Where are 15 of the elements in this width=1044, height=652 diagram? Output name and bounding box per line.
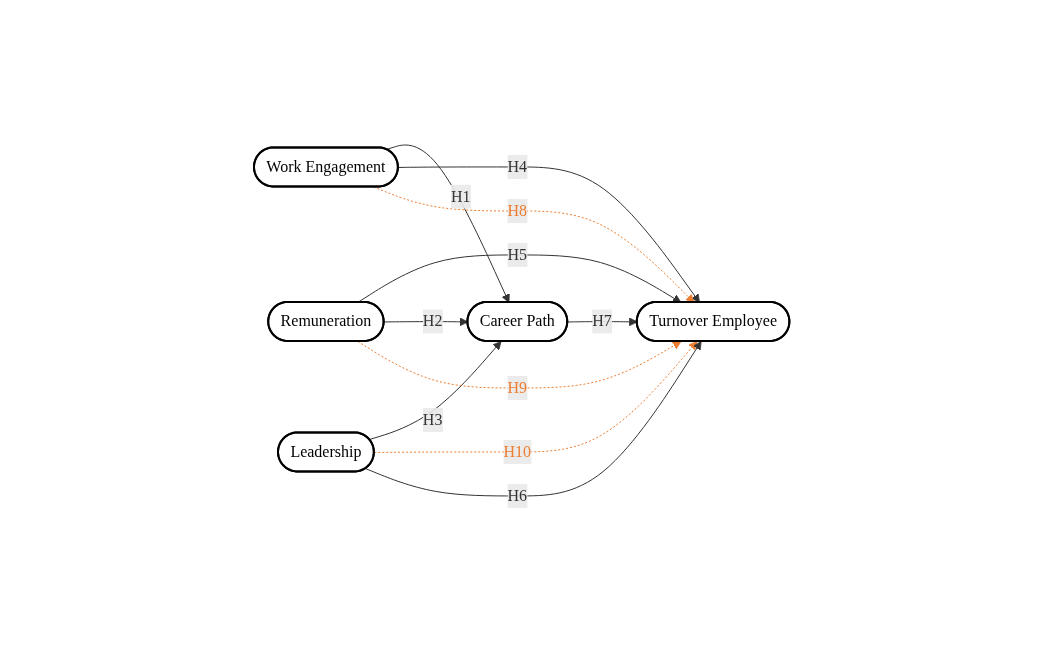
edge-label: H6 xyxy=(507,486,528,504)
edge-label: H8 xyxy=(507,201,528,219)
arrow xyxy=(373,185,695,303)
edge-label: H4 xyxy=(507,157,528,175)
arrow xyxy=(567,316,638,326)
edge-label: H3 xyxy=(423,410,443,428)
edge-label: H5 xyxy=(507,245,528,263)
edge-label: H7 xyxy=(592,311,613,329)
arrow xyxy=(369,340,502,440)
edge-label: H1 xyxy=(451,187,471,205)
edge-label: H10 xyxy=(503,442,532,460)
arrow xyxy=(398,165,701,303)
arrow xyxy=(365,340,702,496)
edge-label: H2 xyxy=(423,311,443,329)
edge-label: H9 xyxy=(507,378,528,396)
